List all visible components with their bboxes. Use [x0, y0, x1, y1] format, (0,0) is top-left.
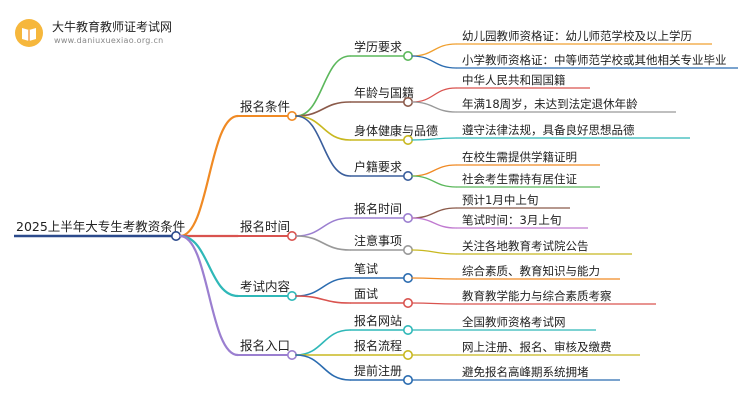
topic-connector [295, 101, 351, 117]
topic-connector [295, 329, 351, 356]
leaf-label: 笔试时间：3月上旬 [462, 213, 561, 227]
branch-label: 考试内容 [240, 279, 290, 294]
topic-dot [402, 50, 413, 61]
leaf-connector [411, 277, 457, 280]
topic-dot [402, 272, 413, 283]
topic-connector [295, 115, 351, 141]
branch-connector [178, 234, 240, 298]
topic-dot [402, 171, 413, 182]
leaf-connector [411, 43, 457, 57]
branch-dot [286, 111, 297, 122]
leaf-label: 网上注册、报名、审核及缴费 [462, 340, 612, 354]
topic-connector [295, 217, 351, 237]
topic-label: 报名网站 [354, 313, 402, 328]
topic-connector [295, 295, 351, 304]
leaf-connector [411, 164, 457, 177]
topic-label: 户籍要求 [354, 159, 402, 174]
topic-label: 笔试 [354, 261, 378, 276]
topic-connector [295, 55, 351, 117]
leaf-label: 避免报名高峰期系统拥堵 [462, 365, 589, 379]
topic-dot [402, 349, 413, 360]
topic-label: 注意事项 [354, 233, 402, 248]
leaf-label: 关注各地教育考试院公告 [462, 239, 589, 253]
leaf-label: 幼儿园教师资格证：幼儿师范学校及以上学历 [462, 29, 692, 43]
topic-dot [402, 245, 413, 256]
leaf-connector [411, 175, 457, 188]
branch-dot [286, 231, 297, 242]
topic-label: 年龄与国籍 [354, 85, 414, 100]
leaf-label: 社会考生需持有居住证 [462, 172, 577, 186]
topic-label: 提前注册 [354, 363, 402, 378]
book-badge-icon [15, 19, 43, 47]
branch-connector [178, 234, 240, 357]
site-name: 大牛教育教师证考试网 [52, 20, 173, 34]
leaf-connector [411, 217, 457, 229]
leaf-label: 预计1月中上旬 [462, 193, 538, 207]
leaf-connector [411, 302, 457, 305]
topic-dot [402, 297, 413, 308]
leaf-label: 小学教师资格证：中等师范学校或其他相关专业毕业 [462, 53, 727, 67]
topic-connector [295, 115, 351, 177]
branch-dot [286, 290, 297, 301]
leaf-label: 年满18周岁，未达到法定退休年龄 [462, 97, 638, 111]
topic-connector [295, 354, 351, 381]
topic-label: 面试 [354, 286, 378, 301]
topic-connector [295, 235, 351, 251]
leaf-connector [411, 101, 457, 113]
leaf-label: 全国教师资格考试网 [462, 315, 566, 329]
root-node-label: 2025上半年大专生考教资条件 [16, 219, 185, 234]
site-url: www.daniuxuexiao.org.cn [54, 36, 164, 45]
leaf-connector [411, 137, 457, 141]
branch-dot [286, 349, 297, 360]
leaf-connector [411, 249, 457, 255]
topic-dot [402, 213, 413, 224]
branch-label: 报名入口 [240, 338, 290, 353]
leaf-connector [411, 207, 457, 219]
topic-label: 学历要求 [354, 39, 402, 54]
topic-label: 身体健康与品德 [354, 123, 438, 138]
topic-dot [402, 97, 413, 108]
leaf-label: 遵守法律法规，具备良好思想品德 [462, 123, 635, 137]
branch-label: 报名条件 [240, 99, 290, 114]
topic-connector [295, 277, 351, 297]
leaf-label: 综合素质、教育知识与能力 [462, 264, 600, 278]
leaf-label: 教育教学能力与综合素质考察 [462, 289, 612, 303]
topic-label: 报名流程 [354, 338, 402, 353]
topic-dot [402, 324, 413, 335]
branch-label: 报名时间 [240, 219, 290, 234]
topic-dot [402, 374, 413, 385]
topic-dot [402, 135, 413, 146]
leaf-connector [411, 87, 457, 103]
leaf-label: 中华人民共和国国籍 [462, 73, 566, 87]
topic-label: 报名时间 [354, 201, 402, 216]
branch-connector [178, 114, 240, 238]
site-logo: 大牛教育教师证考试网 www.daniuxuexiao.org.cn [14, 16, 194, 50]
leaf-connector [411, 55, 457, 69]
leaf-label: 在校生需提供学籍证明 [462, 150, 577, 164]
